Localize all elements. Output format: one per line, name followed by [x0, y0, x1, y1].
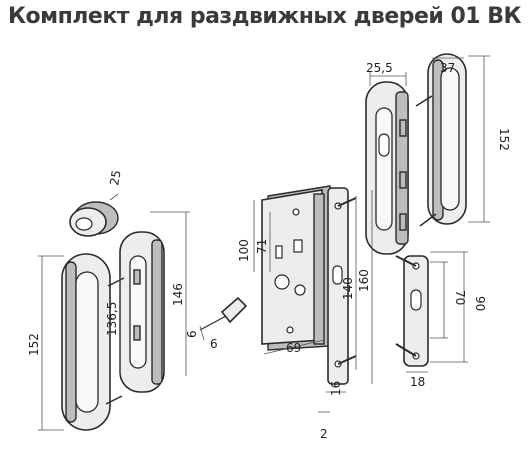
right-handle-screws — [415, 95, 437, 227]
dim-label-136-5: 136,5 — [105, 302, 119, 336]
lock-faceplate — [327, 187, 349, 385]
dim-label-90: 90 — [473, 296, 487, 311]
left-outer-handle — [61, 253, 111, 431]
lock-body — [261, 185, 331, 351]
dim-label-2: 2 — [320, 427, 328, 441]
dim-label-16: 16 — [329, 381, 343, 396]
faceplate-screws — [337, 197, 357, 365]
dim-label-100: 100 — [237, 239, 251, 262]
strike-screws — [395, 255, 417, 357]
dim-label-25-cylinder: 25 — [107, 169, 123, 186]
right-outer-handle — [427, 53, 467, 225]
dim-label-146: 146 — [171, 283, 185, 306]
dim-label-6-horizontal: 6 — [210, 337, 218, 351]
dim-label-140: 140 — [341, 277, 355, 300]
dim-label-25-5: 25,5 — [366, 61, 393, 75]
dim-label-18: 18 — [410, 375, 425, 389]
strike-plate — [403, 255, 429, 367]
dim-label-69: 69 — [286, 341, 301, 355]
dim-label-160: 160 — [357, 269, 371, 292]
right-inner-handle — [365, 81, 409, 255]
dimension-labels: 25,5 37 152 25 100 71 140 160 70 90 152 … — [27, 61, 511, 441]
left-handle-screws — [105, 277, 125, 405]
dim-label-71: 71 — [255, 239, 269, 254]
dim-label-6-vertical: 6 — [185, 330, 199, 338]
turn-pin — [199, 296, 248, 331]
left-inner-handle — [119, 231, 165, 393]
dim-label-70: 70 — [453, 290, 467, 305]
dim-label-152-right: 152 — [497, 128, 511, 151]
dim-label-152-left: 152 — [27, 333, 41, 356]
dim-label-37: 37 — [440, 61, 455, 75]
diagram-title: Комплект для раздвижных дверей 01 ВК — [8, 4, 522, 29]
cylinder-ring — [69, 201, 119, 237]
dimension-lines — [38, 55, 490, 431]
